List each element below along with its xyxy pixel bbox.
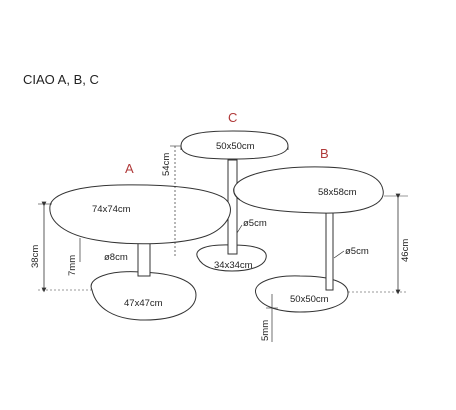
table-b: 58x58cm 50x50cm B ø5cm (233, 146, 384, 313)
table-c-label: C (228, 110, 237, 125)
base-thickness-label: 5mm (260, 320, 271, 341)
table-a-top-label: 74x74cm (92, 204, 131, 215)
dimension-height-a: 38cm (30, 201, 92, 293)
table-c-top-label: 50x50cm (216, 141, 255, 152)
table-b-base (255, 275, 349, 313)
table-c-top (180, 130, 289, 160)
table-a-label: A (125, 161, 134, 176)
height-c-label: 54cm (161, 153, 172, 176)
height-a-label: 38cm (30, 245, 41, 268)
table-c-base (196, 244, 267, 272)
dimension-top-thickness: 7mm (67, 238, 81, 276)
table-c: 50x50cm 34x34cm C (180, 110, 289, 272)
table-c-tube-label: ø5cm (243, 218, 267, 229)
table-b-top (233, 166, 384, 214)
table-b-tube-label: ø5cm (345, 246, 369, 257)
dimension-base-thickness: 5mm (260, 294, 278, 342)
table-b-top-label: 58x58cm (318, 187, 357, 198)
table-a-top (49, 184, 231, 245)
top-thickness-label: 7mm (67, 255, 78, 276)
table-c-base-label: 34x34cm (214, 260, 253, 271)
table-a-tube-label: ø8cm (104, 252, 128, 263)
table-a-tube (137, 241, 151, 277)
table-b-label: B (320, 146, 329, 161)
dimension-height-c: 54cm (161, 145, 181, 256)
dimension-tube-c: ø5cm (236, 218, 267, 234)
table-a-base (90, 271, 197, 321)
dimension-height-b: 46cm (348, 193, 411, 295)
table-a-base-label: 47x47cm (124, 298, 163, 309)
diagram-title: CIAO A, B, C (23, 72, 99, 87)
table-b-tube (325, 209, 334, 291)
table-b-base-label: 50x50cm (290, 294, 329, 305)
table-a: 74x74cm 47x47cm A ø8cm (49, 161, 231, 321)
height-b-label: 46cm (400, 239, 411, 262)
